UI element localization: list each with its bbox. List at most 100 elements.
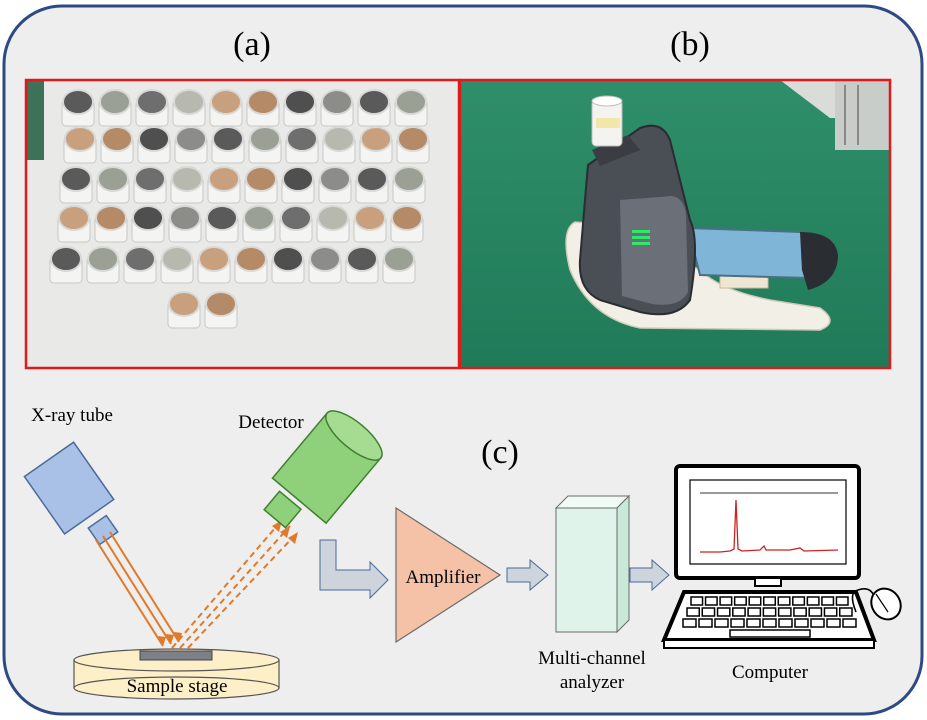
sample-cup	[396, 126, 430, 164]
keyboard-key	[733, 596, 747, 606]
sample-cup	[205, 205, 239, 243]
keyboard-key	[777, 596, 791, 606]
keyboard-key	[732, 607, 746, 617]
incident-beam	[95, 531, 180, 647]
sample-cup	[355, 166, 389, 204]
sample-cup	[242, 205, 276, 243]
sample-cup	[234, 246, 268, 284]
keyboard-key	[778, 618, 793, 628]
sample-cup	[244, 166, 278, 204]
sample-cup	[316, 205, 350, 243]
photo-handheld-xrf	[458, 78, 892, 370]
keyboard-key	[690, 596, 704, 606]
sample-cup	[98, 89, 132, 127]
sample-cup	[61, 89, 95, 127]
arrow-mca-to-computer	[629, 558, 670, 592]
sample-cup	[394, 89, 428, 127]
sample-cup	[131, 205, 165, 243]
sample-cup	[137, 126, 171, 164]
sample-cup	[359, 126, 393, 164]
keyboard-key	[762, 607, 777, 617]
keyboard-key	[701, 607, 716, 617]
sample-stage	[73, 648, 280, 700]
sample-cup	[123, 246, 157, 284]
sample-cup	[320, 89, 354, 127]
xray-tube-icon	[23, 441, 119, 546]
sample-cup	[197, 246, 231, 284]
sample-cup	[167, 291, 201, 329]
keyboard-key	[842, 618, 857, 628]
sample-cup	[207, 166, 241, 204]
keyboard-key	[794, 618, 809, 628]
mouse-icon	[851, 587, 902, 621]
sample-cup	[353, 205, 387, 243]
spectrum-line	[700, 499, 839, 553]
sample-cup	[322, 126, 356, 164]
keyboard-key	[792, 596, 806, 606]
sample-cup	[390, 205, 424, 243]
sample-cup	[308, 246, 342, 284]
photo-samples	[24, 78, 461, 370]
detector-label: Detector	[238, 412, 304, 433]
keyboard-key	[716, 607, 731, 617]
mca-label-line1: Multi-channel	[538, 648, 646, 669]
sample-cup	[172, 89, 206, 127]
sample-cup	[96, 166, 130, 204]
sample-cup	[382, 246, 416, 284]
sample-cup	[204, 291, 238, 329]
sample-cup	[281, 166, 315, 204]
sample-cup	[94, 205, 128, 243]
sample-cup	[211, 126, 245, 164]
keyboard-key	[835, 596, 849, 606]
xray-tube-label: X-ray tube	[31, 405, 113, 426]
amplifier-label: Amplifier	[406, 567, 482, 588]
beam-arrowheads	[158, 520, 298, 646]
sample-cup	[248, 126, 282, 164]
keyboard-key	[826, 618, 841, 628]
keyboard-key	[808, 607, 823, 617]
keyboard-key	[762, 618, 777, 628]
sample-cup	[271, 246, 305, 284]
keyboard-key	[762, 596, 777, 606]
sample-cup	[279, 205, 313, 243]
keyboard-key	[719, 596, 733, 606]
keyboard-key	[793, 607, 807, 617]
sample-stage-label: Sample stage	[127, 676, 228, 697]
sample-cup	[133, 166, 167, 204]
sample-cup	[63, 126, 97, 164]
keyboard-key	[748, 596, 762, 606]
sample-cup	[135, 89, 169, 127]
keyboard-key	[806, 596, 820, 606]
sample-cup	[209, 89, 243, 127]
panel-label-c: (c)	[481, 434, 519, 471]
sample-cup	[318, 166, 352, 204]
keyboard-spacebar	[729, 629, 811, 638]
keyboard-key	[777, 607, 792, 617]
keyboard-key	[704, 596, 718, 606]
sample-cup	[283, 89, 317, 127]
keyboard-key	[730, 618, 745, 628]
arrow-detector-to-amplifier	[319, 539, 389, 600]
arrow-amplifier-to-mca	[506, 558, 549, 592]
sample-cup	[59, 166, 93, 204]
keyboard-key	[714, 618, 729, 628]
sample-cup	[57, 205, 91, 243]
keyboard-key	[838, 607, 853, 617]
fluorescence-beam	[171, 519, 299, 649]
keyboard-key	[686, 607, 701, 617]
keyboard-key	[810, 618, 825, 628]
keyboard-key	[747, 607, 762, 617]
keyboard-key	[698, 618, 713, 628]
panel-label-b: (b)	[670, 26, 710, 63]
sample-cup	[170, 166, 204, 204]
mca-box	[554, 494, 631, 634]
keyboard-key	[682, 618, 697, 628]
computer-label: Computer	[732, 662, 809, 683]
sample-cup	[160, 246, 194, 284]
computer-monitor-icon	[661, 464, 877, 649]
sample-cup	[246, 89, 280, 127]
keyboard-key	[746, 618, 761, 628]
sample-cup	[168, 205, 202, 243]
mca-label-line2: analyzer	[560, 672, 625, 693]
